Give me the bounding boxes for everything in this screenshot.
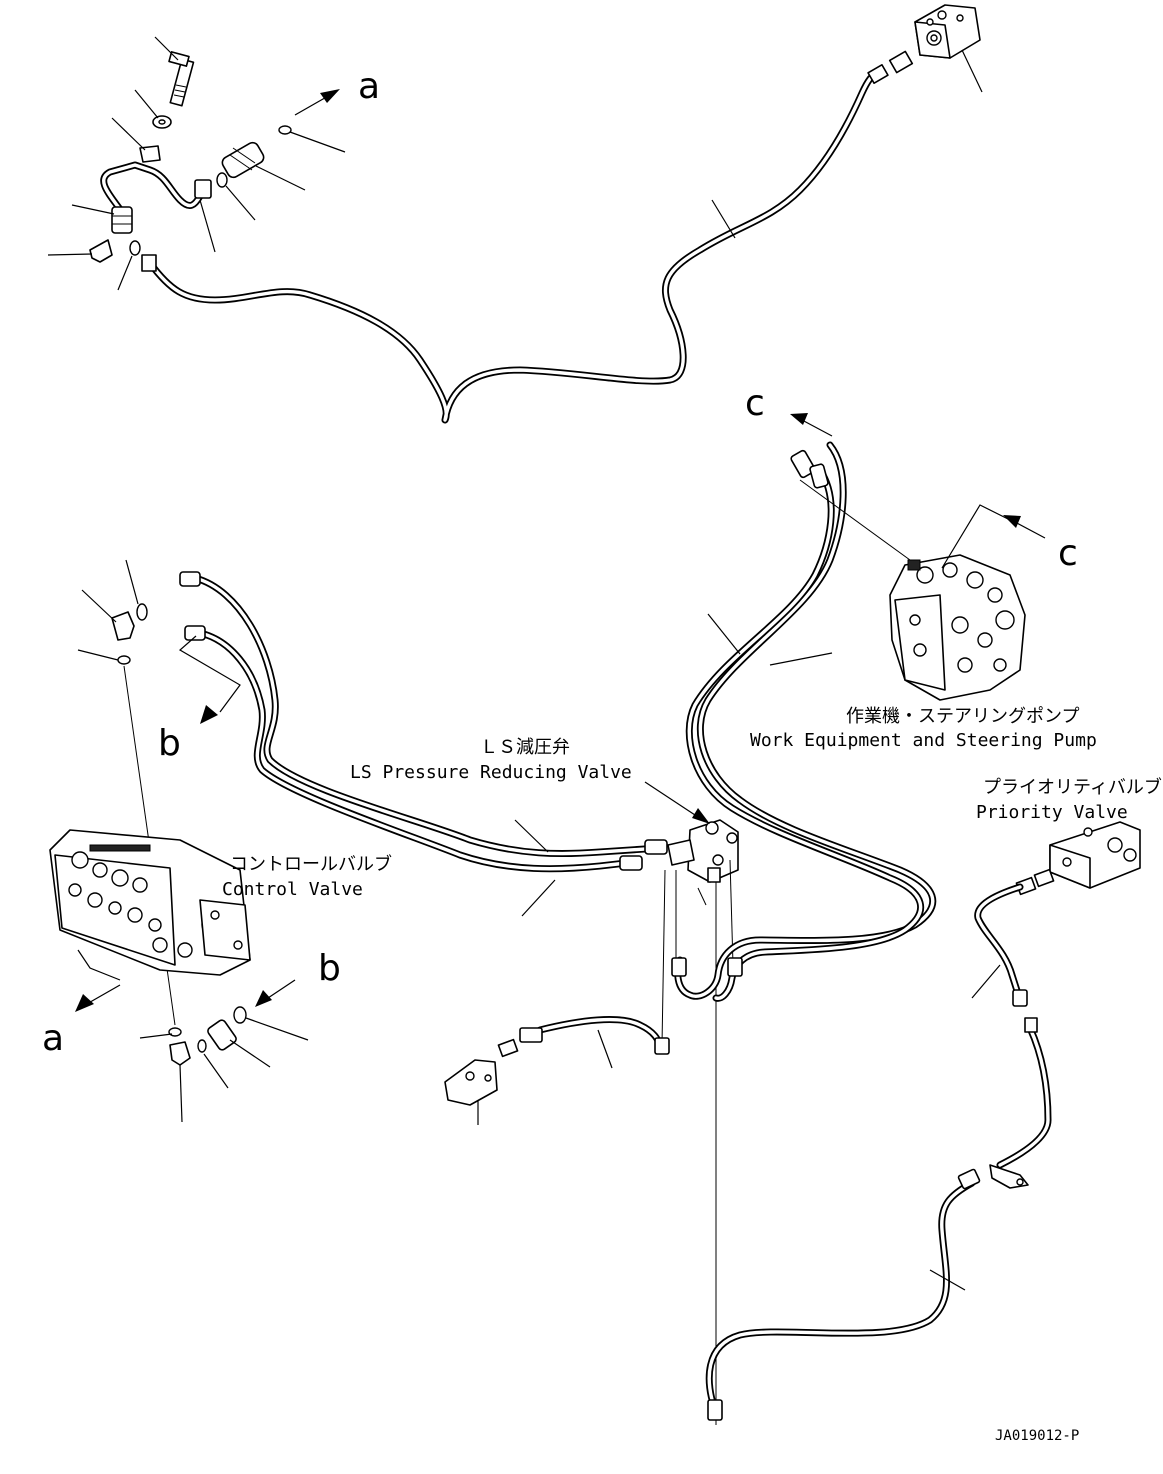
pump-hose-fittings <box>671 449 829 977</box>
priority-valve-hose <box>974 883 1028 1007</box>
top-o-ring-3 <box>278 125 292 135</box>
drawing-code: JA019012-P <box>995 1428 1079 1444</box>
left-hose-fittings <box>179 571 668 871</box>
top-left-washer <box>152 115 172 129</box>
ref-a-top: a <box>358 66 380 107</box>
top-left-bracket <box>89 239 113 263</box>
control-valve <box>49 829 251 976</box>
top-middle-fitting <box>194 179 212 199</box>
top-right-valve-block <box>914 4 981 59</box>
ref-a-bottom: a <box>42 1018 64 1059</box>
priority-valve-label-jp: プライオリティバルブ <box>983 776 1162 798</box>
ref-c-right: c <box>1058 533 1078 574</box>
ref-b-left: b <box>158 723 181 764</box>
left-elbow-fitting <box>111 611 135 641</box>
top-long-hose <box>146 68 882 424</box>
top-left-adapter <box>111 206 133 234</box>
middle-bottom-hose <box>519 1016 670 1055</box>
cv-elbow <box>169 1041 191 1066</box>
cv-adapter <box>207 1019 237 1051</box>
ls-valve-label-jp: ＬＳ減圧弁 <box>480 737 570 758</box>
ls-pressure-reducing-valve <box>667 819 739 883</box>
pump-label-jp: 作業機・ステアリングポンプ <box>846 706 1079 727</box>
top-right-fitting <box>867 50 914 84</box>
priority-valve <box>1049 821 1141 889</box>
small-valve <box>444 1038 519 1106</box>
priority-valve-label-en: Priority Valve <box>976 802 1128 823</box>
pump-hoses <box>674 441 937 1002</box>
priority-valve-tube <box>996 1017 1052 1169</box>
ls-valve-label-en: LS Pressure Reducing Valve <box>350 762 632 783</box>
cv-o-ring <box>168 1027 182 1037</box>
tube-clamp <box>989 1164 1029 1189</box>
left-o-ring-mid <box>117 655 131 665</box>
pump-label-en: Work Equipment and Steering Pump <box>750 730 1097 751</box>
control-valve-label-en: Control Valve <box>222 879 363 900</box>
ref-c-top: c <box>745 383 765 424</box>
work-equipment-steering-pump <box>889 554 1026 701</box>
top-check-valve <box>221 141 265 179</box>
cv-o-ring-3 <box>233 1006 247 1024</box>
ref-b-right: b <box>318 948 341 989</box>
top-o-ring-2 <box>216 172 228 188</box>
top-left-elbow-pipe <box>100 161 204 216</box>
priority-valve-fitting <box>1015 868 1055 896</box>
bottom-long-hose <box>705 1168 981 1421</box>
top-left-bolt <box>168 51 195 107</box>
top-left-hose-end <box>141 254 157 272</box>
left-o-ring-top <box>136 603 148 621</box>
top-left-o-ring <box>129 240 141 256</box>
cv-o-ring-2 <box>197 1039 207 1053</box>
control-valve-label-jp: コントロールバルブ <box>230 853 392 875</box>
left-hoses-to-ls-valve <box>191 574 664 873</box>
